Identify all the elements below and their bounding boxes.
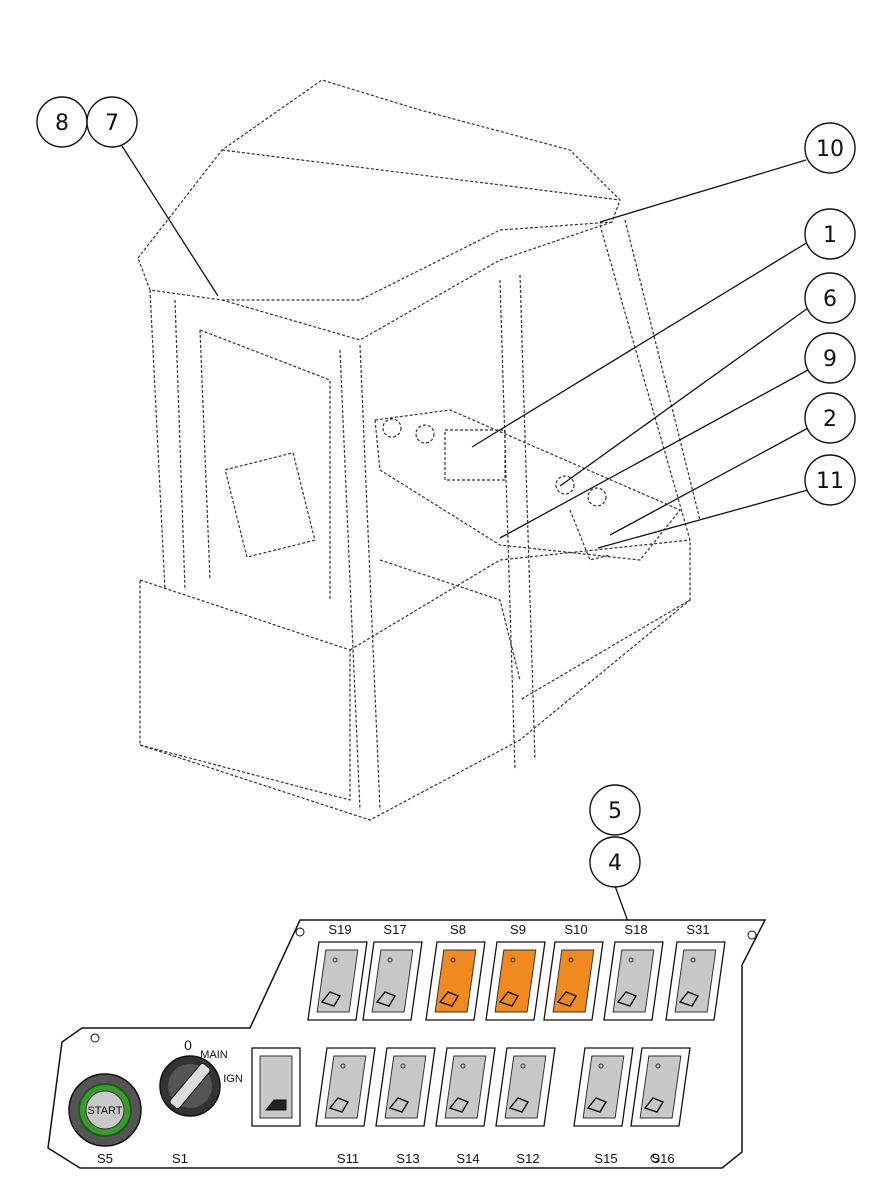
switch-label-s1: S1 [172,1151,188,1166]
callout-bubble-6: 6 [804,272,856,324]
switch-label-s8: S8 [450,922,466,937]
rocker-switch-s16[interactable] [630,1047,691,1127]
callout-bubble-10: 10 [804,122,856,174]
svg-text:10: 10 [816,137,844,162]
switch-symbol-icon [556,991,578,1007]
switch-symbol-icon [438,991,460,1007]
cab-illustration [137,79,701,821]
switch-label-s12: S12 [516,1151,539,1166]
svg-text:11: 11 [816,469,844,494]
switch-symbol-icon [448,1097,470,1113]
svg-text:7: 7 [105,111,119,136]
callout-bubble-2: 2 [804,392,856,444]
rocker-switch-s11[interactable] [315,1047,376,1127]
switch-label-s11: S11 [337,1151,359,1166]
switch-symbol-icon [643,1097,665,1113]
rocker-switch-s17[interactable] [362,941,423,1021]
callout-bubble-7: 7 [86,96,138,148]
svg-text:9: 9 [823,347,837,372]
switch-symbol-icon [616,991,638,1007]
callout-bubble-4: 4 [589,836,641,888]
switch-symbol-icon [678,991,700,1007]
rocker-switch-s18[interactable] [603,941,664,1021]
callout-bubble-8: 8 [36,96,88,148]
rocker-switch-s31[interactable] [665,941,726,1021]
key-pos-ign: IGN [223,1073,243,1085]
key-pos-off: 0 [184,1037,192,1053]
switch-label-s19: S19 [328,922,351,937]
start-button[interactable]: START [68,1073,142,1147]
switch-label-s10: S10 [564,922,587,937]
top-row-switches: S19 S17 S8 S9 S10 S18 S31 [307,922,726,1021]
rocker-switch-s14[interactable] [435,1047,496,1127]
switch-label-s17: S17 [383,922,406,937]
switch-label-s16: S16 [651,1151,674,1166]
svg-text:1: 1 [823,223,837,248]
svg-text:2: 2 [823,407,837,432]
switch-label-s9: S9 [510,922,526,937]
switch-label-s5: S5 [97,1151,113,1166]
rocker-switch-s9[interactable] [485,941,546,1021]
callout-bubble-11: 11 [804,454,856,506]
rocker-switch-s13[interactable] [375,1047,436,1127]
rocker-switch-s8[interactable] [425,941,486,1021]
switch-symbol-icon [498,991,520,1007]
switch-symbol-icon [328,1097,350,1113]
switch-symbol-icon [586,1097,608,1113]
callout-bubble-1: 1 [804,208,856,260]
switch-label-s18: S18 [624,922,647,937]
rocker-switch-s15[interactable] [573,1047,634,1127]
svg-text:4: 4 [608,851,622,876]
svg-text:6: 6 [823,287,837,312]
rocker-switch-s10[interactable] [543,941,604,1021]
callout-bubble-9: 9 [804,332,856,384]
callout-bubble-5: 5 [589,784,641,836]
switch-symbol-icon [508,1097,530,1113]
rocker-switch-seat[interactable] [251,1047,301,1127]
switch-symbol-icon [388,1097,410,1113]
svg-text:8: 8 [55,111,69,136]
key-switch[interactable] [159,1055,221,1117]
switch-symbol-icon [320,991,342,1007]
key-pos-main: MAIN [200,1049,228,1061]
switch-label-s14: S14 [456,1151,479,1166]
svg-text:5: 5 [608,799,622,824]
bottom-row-switches: S11 S13 S14 S12 S15 S16 [251,1047,691,1166]
switch-label-s31: S31 [686,922,709,937]
rocker-switch-s19[interactable] [307,941,368,1021]
seat-icon [264,1099,287,1111]
switch-symbol-icon [375,991,397,1007]
start-button-label: START [87,1105,122,1117]
switch-label-s13: S13 [396,1151,419,1166]
switch-label-s15: S15 [594,1151,617,1166]
rocker-switch-s12[interactable] [495,1047,556,1127]
callout-leaders [121,145,809,939]
